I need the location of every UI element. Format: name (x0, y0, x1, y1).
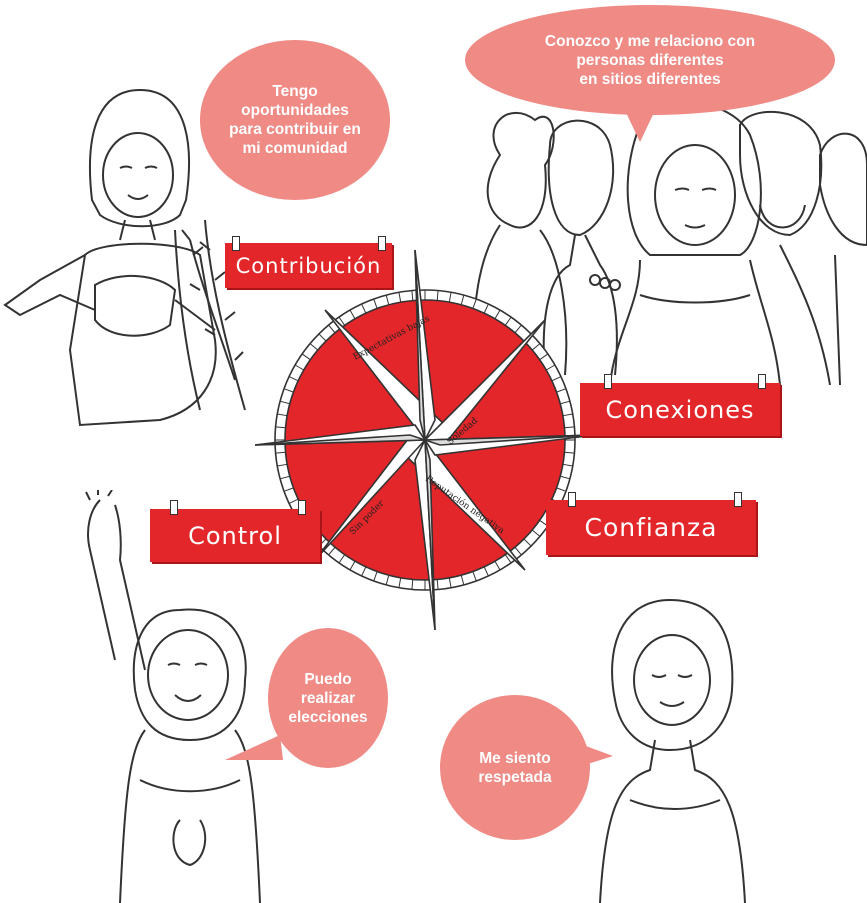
compass-ring-tick (279, 475, 290, 480)
compass-ring-tick (539, 353, 549, 361)
compass-ring-tick (361, 566, 367, 577)
compass-ring-tick (328, 546, 336, 556)
compass-ring-tick (283, 388, 294, 393)
compass-ring-tick (494, 309, 501, 320)
compass-ring-tick (560, 475, 571, 480)
compass-ring-tick (411, 579, 414, 590)
compass-ring-tick (328, 324, 336, 334)
sign-confidence: Confianza (546, 500, 756, 555)
compass-ring-tick (275, 451, 286, 454)
speech-bubble-choices-tail (225, 735, 283, 760)
compass-ring-tick (562, 463, 573, 467)
sign-connections: Conexiones (580, 383, 780, 436)
compass-ring-tick (385, 575, 390, 586)
compass-ring-tick (301, 353, 311, 361)
compass-ring-tick (531, 343, 541, 351)
compass-rose: Expectativas bajas Soledad Sin poder Rep… (255, 250, 595, 630)
sign-connections-label: Conexiones (605, 395, 755, 424)
compass-ring-tick (460, 575, 465, 586)
sign-control-label: Control (188, 521, 282, 550)
compass-ring-tick (556, 487, 567, 492)
compass-ring-tick (504, 554, 512, 564)
compass-ring-tick (504, 316, 512, 326)
compass-ring-tick (385, 294, 390, 305)
compass-ring-tick (349, 560, 356, 571)
speech-bubble-choices-text: Puedo realizar elecciones (288, 670, 368, 726)
compass-ring-tick (411, 290, 414, 301)
compass-ring-tick (288, 498, 299, 504)
sign-confidence-label: Confianza (584, 513, 718, 542)
speech-bubble-respected: Me siento respetada (440, 695, 590, 840)
compass-ring-tick (531, 529, 541, 537)
compass-ring-tick (514, 546, 522, 556)
compass-ring-tick (373, 298, 378, 309)
compass-ring-tick (564, 451, 575, 454)
compass-ring-tick (436, 579, 439, 590)
sign-contribution-label: Contribución (235, 253, 382, 278)
compass-ring-tick (545, 364, 556, 371)
speech-bubble-connect: Conozco y me relaciono con personas dife… (465, 5, 835, 115)
compass-ring-tick (275, 426, 286, 429)
compass-ring-tick (373, 571, 378, 582)
sign-contribution: Contribución (225, 243, 392, 288)
compass-ring-tick (483, 566, 489, 577)
compass-ring-tick (472, 571, 477, 582)
compass-ring-tick (494, 560, 501, 571)
compass-ring-tick (279, 400, 290, 405)
speech-bubble-respected-text: Me siento respetada (478, 749, 552, 786)
compass-ring-tick (288, 376, 299, 382)
woman-raising-hand-illustration (85, 490, 261, 903)
compass-ring-tick (283, 487, 294, 492)
compass-ring-tick (318, 538, 327, 547)
sign-control: Control (150, 509, 320, 562)
compass-ring-tick (436, 290, 439, 301)
compass-ring-tick (338, 316, 346, 326)
compass-ring-tick (551, 376, 562, 382)
speech-bubble-contribute-text: Tengo oportunidades para contribuir en m… (229, 83, 361, 157)
compass-ring-tick (294, 364, 305, 371)
compass-ring-tick (460, 294, 465, 305)
woman-smiling-illustration (599, 598, 746, 903)
compass-ring-tick (564, 426, 575, 429)
compass-ring-tick (523, 538, 532, 547)
speech-bubble-connect-text: Conozco y me relaciono con personas dife… (544, 32, 756, 88)
speech-bubble-choices: Puedo realizar elecciones (268, 628, 388, 768)
compass-ring-tick (514, 324, 522, 334)
compass-ring-tick (398, 292, 402, 303)
woman-gardening-illustration (3, 88, 246, 427)
compass-ring-tick (448, 577, 452, 588)
speech-bubble-connect-tail (620, 100, 660, 142)
compass-ring-tick (277, 413, 288, 417)
compass-ring-tick (361, 303, 367, 314)
compass-ring-tick (472, 298, 477, 309)
compass-ring-tick (318, 333, 327, 342)
compass-ring-tick (562, 413, 573, 417)
compass-ring-tick (556, 388, 567, 393)
compass-ring-tick (309, 343, 319, 351)
speech-bubble-respected-tail (575, 742, 613, 768)
compass-ring-tick (483, 303, 489, 314)
speech-bubble-contribute: Tengo oportunidades para contribuir en m… (200, 40, 390, 200)
compass-ring-tick (349, 309, 356, 320)
compass-ring-tick (277, 463, 288, 467)
compass-ring-tick (398, 577, 402, 588)
compass-ring-tick (338, 554, 346, 564)
compass-ring-tick (560, 400, 571, 405)
compass-ring-tick (448, 292, 452, 303)
